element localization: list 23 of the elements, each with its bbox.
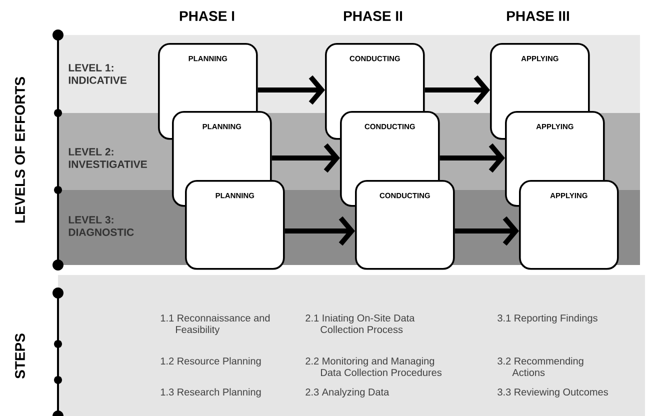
level-label: LEVEL 2: INVESTIGATIVE xyxy=(68,148,147,168)
level-label: LEVEL 1: INDICATIVE xyxy=(68,64,126,84)
level-label: LEVEL 3: DIAGNOSTIC xyxy=(68,216,134,236)
arrow xyxy=(424,75,490,105)
step-text: 2.1 Iniating On-Site Data Collection Process xyxy=(306,314,415,334)
arrow xyxy=(272,143,340,173)
arrow xyxy=(284,216,355,246)
step-text: 1.3 Research Planning xyxy=(160,388,261,398)
step-text: 1.2 Resource Planning xyxy=(160,357,261,367)
axis-label: LEVELS OF EFFORTS xyxy=(15,77,25,223)
step-text: 3.3 Reviewing Outcomes xyxy=(498,388,608,398)
step-text: 3.2 Recommending Actions xyxy=(498,357,584,376)
step-text: 2.2 Monitoring and Managing Data Collection Procedures xyxy=(306,357,442,376)
phase-heading: PHASE II xyxy=(344,11,402,21)
step-text: 2.3 Analyzing Data xyxy=(306,388,390,398)
phase-heading: PHASE I xyxy=(180,11,234,21)
step-text: 3.1 Reporting Findings xyxy=(498,314,598,324)
axis-label: STEPS xyxy=(15,334,25,379)
phase-heading: PHASE III xyxy=(507,11,569,21)
arrow xyxy=(440,143,505,173)
arrow xyxy=(454,216,519,246)
step-text: 1.1 Reconnaissance and Feasibility xyxy=(160,314,270,336)
arrow xyxy=(258,75,325,105)
